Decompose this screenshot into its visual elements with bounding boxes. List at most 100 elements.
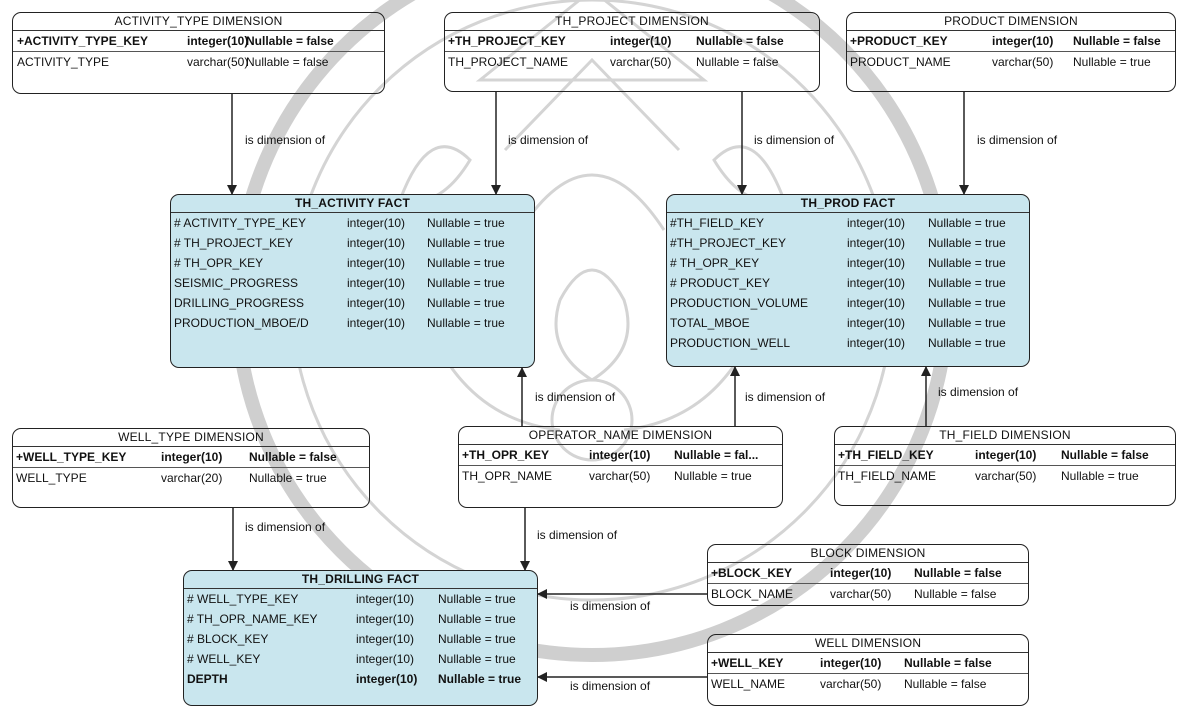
column-type: integer(10): [347, 273, 405, 293]
column-type: varchar(50): [589, 466, 650, 486]
attribute-row: PRODUCTION_WELLinteger(10)Nullable = tru…: [667, 333, 1029, 353]
column-type: varchar(20): [161, 468, 222, 488]
column-type: integer(10): [347, 313, 405, 333]
column-name: PRODUCTION_MBOE/D: [174, 313, 309, 333]
column-name: TH_OPR_NAME: [462, 466, 552, 486]
column-nullable: Nullable = true: [928, 253, 1006, 273]
attribute-row: # BLOCK_KEYinteger(10)Nullable = true: [184, 629, 537, 649]
entity-title: WELL DIMENSION: [708, 635, 1028, 653]
column-nullable: Nullable = true: [1061, 466, 1139, 486]
column-nullable: Nullable = true: [674, 466, 752, 486]
column-nullable: Nullable = true: [438, 609, 516, 629]
column-name: +ACTIVITY_TYPE_KEY: [17, 31, 148, 51]
column-name: TH_PROJECT_NAME: [448, 52, 568, 72]
column-nullable: Nullable = true: [928, 273, 1006, 293]
column-type: integer(10): [820, 653, 881, 673]
entity-title: TH_ACTIVITY FACT: [171, 195, 534, 213]
column-type: varchar(50): [187, 52, 248, 72]
column-name: WELL_NAME: [711, 674, 785, 694]
attribute-row: TH_FIELD_NAME varchar(50) Nullable = true: [835, 466, 1175, 486]
column-nullable: Nullable = true: [427, 293, 505, 313]
column-type: integer(10): [347, 213, 405, 233]
column-type: integer(10): [847, 253, 905, 273]
attribute-row: PRODUCT_NAMEvarchar(50)Nullable = true: [847, 52, 1175, 72]
relationship-label: is dimension of: [245, 133, 325, 147]
column-nullable: Nullable = true: [438, 669, 521, 689]
column-type: integer(10): [187, 31, 248, 51]
primary-key-row: +TH_FIELD_KEYinteger(10)Nullable = false: [835, 445, 1175, 466]
column-name: BLOCK_NAME: [711, 584, 793, 604]
column-type: integer(10): [347, 293, 405, 313]
column-name: TH_FIELD_NAME: [838, 466, 936, 486]
column-name: # TH_PROJECT_KEY: [174, 233, 293, 253]
entity-title: TH_FIELD DIMENSION: [835, 427, 1175, 445]
entity-title: PRODUCT DIMENSION: [847, 13, 1175, 31]
column-type: integer(10): [356, 629, 414, 649]
attribute-row: TH_OPR_NAME varchar(50) Nullable = true: [459, 466, 782, 486]
column-type: integer(10): [356, 589, 414, 609]
column-name: TOTAL_MBOE: [670, 313, 750, 333]
column-name: #TH_PROJECT_KEY: [670, 233, 786, 253]
relationship-label: is dimension of: [508, 133, 588, 147]
column-type: varchar(50): [975, 466, 1036, 486]
column-type: integer(10): [356, 669, 417, 689]
column-nullable: Nullable = true: [427, 253, 505, 273]
relationship-label: is dimension of: [245, 520, 325, 534]
column-nullable: Nullable = true: [427, 213, 505, 233]
column-type: varchar(50): [820, 674, 881, 694]
column-nullable: Nullable = true: [928, 313, 1006, 333]
column-nullable: Nullable = true: [427, 313, 505, 333]
column-nullable: Nullable = false: [249, 447, 337, 467]
column-nullable: Nullable = fal...: [674, 445, 758, 465]
primary-key-row: +BLOCK_KEYinteger(10)Nullable = false: [708, 563, 1028, 584]
attribute-row: # TH_OPR_KEYinteger(10)Nullable = true: [667, 253, 1029, 273]
column-type: integer(10): [847, 233, 905, 253]
relationship-label: is dimension of: [977, 133, 1057, 147]
column-nullable: Nullable = true: [928, 213, 1006, 233]
column-name: # ACTIVITY_TYPE_KEY: [174, 213, 306, 233]
relationship-label: is dimension of: [570, 679, 650, 693]
column-name: DRILLING_PROGRESS: [174, 293, 304, 313]
column-type: varchar(50): [610, 52, 671, 72]
column-type: integer(10): [975, 445, 1036, 465]
column-nullable: Nullable = true: [427, 233, 505, 253]
column-nullable: Nullable = true: [928, 333, 1006, 353]
primary-key-row: +TH_PROJECT_KEYinteger(10)Nullable = fal…: [445, 31, 819, 52]
column-type: integer(10): [356, 649, 414, 669]
column-nullable: Nullable = true: [438, 629, 516, 649]
attribute-row: TH_PROJECT_NAME varchar(50) Nullable = fal…: [445, 52, 819, 72]
entity-title: TH_PROJECT DIMENSION: [445, 13, 819, 31]
column-nullable: Nullable = false: [1073, 31, 1161, 51]
column-name: # TH_OPR_KEY: [174, 253, 263, 273]
column-nullable: Nullable = false: [914, 584, 996, 604]
entity-title: TH_PROD FACT: [667, 195, 1029, 213]
relationship-label: is dimension of: [938, 385, 1018, 399]
entity-activity-type-dimension[interactable]: ACTIVITY_TYPE DIMENSION +ACTIVITY_TYPE_K…: [12, 12, 385, 94]
column-name: # TH_OPR_NAME_KEY: [187, 609, 318, 629]
column-type: integer(10): [847, 333, 905, 353]
column-name: +WELL_KEY: [711, 653, 783, 673]
column-nullable: Nullable = false: [696, 52, 778, 72]
column-nullable: Nullable = false: [696, 31, 784, 51]
attribute-row: DRILLING_PROGRESS integer(10) Nullable = t…: [171, 293, 534, 313]
attribute-row: #TH_FIELD_KEYinteger(10)Nullable = true: [667, 213, 1029, 233]
column-name: # WELL_KEY: [187, 649, 260, 669]
column-name: +TH_OPR_KEY: [462, 445, 549, 465]
column-nullable: Nullable = false: [1061, 445, 1149, 465]
column-type: integer(10): [610, 31, 671, 51]
